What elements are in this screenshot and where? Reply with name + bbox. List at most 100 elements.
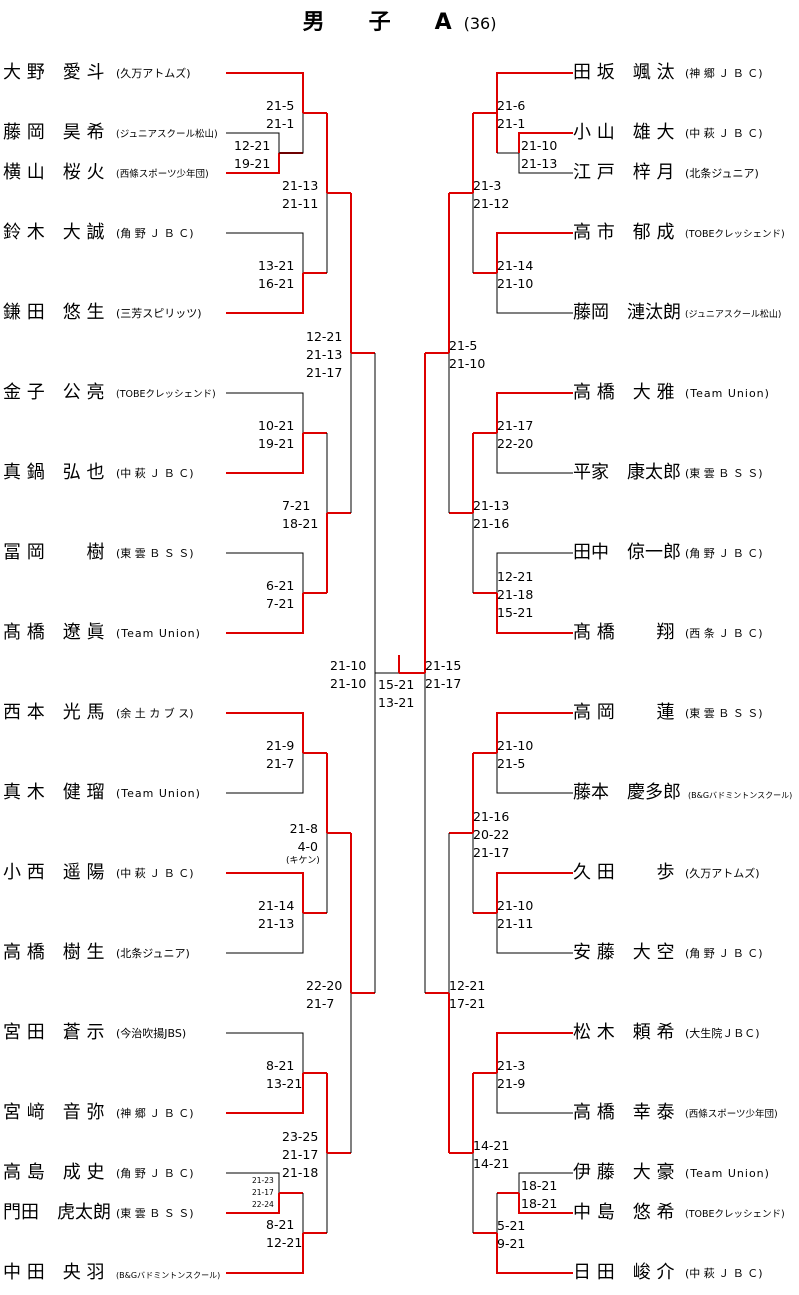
right-player-club: (角 野 Ｊ Ｂ Ｃ) [685, 947, 763, 960]
match-score: 15-21 13-21 [378, 677, 415, 710]
match-score: 21-10 21-5 [497, 738, 534, 771]
bracket-line [496, 593, 573, 634]
right-player-name: 平家 康太郎 [573, 462, 681, 483]
left-player-name: 中 田 央 羽 [3, 1262, 105, 1283]
match-score: 7-21 18-21 [282, 498, 319, 531]
right-player-name: 藤岡 漣汰朗 [573, 302, 681, 323]
match-score: 13-21 16-21 [258, 258, 295, 291]
bracket-line [496, 872, 573, 913]
match-score: 22-20 21-7 [306, 978, 343, 1011]
right-player-name: 田中 倞一郎 [573, 542, 681, 563]
right-player-name: 江 戸 梓 月 [573, 162, 675, 183]
match-score: 10-21 19-21 [258, 418, 295, 451]
match-score: 21-14 21-10 [497, 258, 534, 291]
match-score: 21-15 21-17 [425, 658, 462, 691]
match-score: 12-21 21-18 15-21 [497, 569, 534, 620]
left-player-club: (Team Union) [116, 787, 201, 800]
right-player-club: (TOBEクレッシェンド) [685, 1209, 785, 1220]
left-player-club: (角 野 Ｊ Ｂ Ｃ) [116, 227, 194, 240]
bracket-line [226, 153, 280, 174]
right-player-club: (東 雲 Ｂ Ｓ Ｓ) [685, 707, 763, 720]
bracket-line [518, 132, 573, 153]
bracket-line [496, 1233, 573, 1274]
left-player-name: 鈴 木 大 誠 [3, 222, 105, 243]
right-player-club: (中 萩 Ｊ Ｂ Ｃ) [685, 127, 763, 140]
left-player-name: 鎌 田 悠 生 [3, 302, 105, 323]
match-score: 18-21 18-21 [521, 1178, 558, 1211]
bracket-line [496, 1032, 573, 1073]
left-player-club: (西條スポーツ少年団) [116, 169, 209, 180]
match-score: 21-10 21-13 [521, 138, 558, 171]
left-player-name: 金 子 公 亮 [3, 382, 105, 403]
bracket-line [518, 1193, 573, 1214]
right-player-club: (TOBEクレッシェンド) [685, 229, 785, 240]
match-score: 21-3 21-12 [473, 178, 510, 211]
left-player-club: (余 土 カ ブ ス) [116, 707, 194, 720]
left-player-name: 髙 橋 遼 眞 [3, 622, 105, 643]
left-player-name: 真 鍋 弘 也 [3, 462, 105, 483]
bracket-line [226, 1073, 304, 1114]
bracket-line [226, 232, 304, 273]
left-player-club: (中 萩 Ｊ Ｂ Ｃ) [116, 467, 194, 480]
match-score: 14-21 14-21 [473, 1138, 510, 1171]
right-player-club: (神 郷 Ｊ Ｂ Ｃ) [685, 67, 763, 80]
bracket-line [226, 72, 304, 113]
bracket-line [496, 1073, 573, 1114]
left-player-name: 高 橋 樹 生 [3, 942, 105, 963]
right-player-club: (西 条 Ｊ Ｂ Ｃ) [685, 627, 763, 640]
left-player-name: 冨 岡 樹 [3, 542, 105, 563]
left-player-name: 門田 虎太朗 [3, 1202, 111, 1223]
left-player-club: (TOBEクレッシェンド) [116, 389, 216, 400]
bracket-line [496, 392, 573, 433]
bracket-line [226, 1172, 280, 1193]
bracket-line [518, 153, 573, 174]
match-score: 6-21 7-21 [266, 578, 295, 611]
match-score: 12-21 19-21 [234, 138, 271, 171]
right-player-name: 伊 藤 大 豪 [573, 1162, 675, 1183]
bracket-line [226, 1193, 280, 1214]
right-player-club: (Team Union) [685, 387, 770, 400]
left-player-name: 藤 岡 昊 希 [3, 122, 105, 143]
title: 男 子 A(36) [0, 4, 799, 36]
right-player-name: 田 坂 颯 汰 [573, 62, 675, 83]
bracket-line [226, 392, 304, 433]
left-player-club: (三芳スピリッツ) [116, 307, 202, 320]
bracket-line [226, 712, 304, 753]
right-player-club: (東 雲 Ｂ Ｓ Ｓ) [685, 467, 763, 480]
right-player-name: 高 橋 大 雅 [573, 382, 675, 403]
left-player-club: (B&Gバドミントンスクール) [116, 1271, 221, 1280]
left-player-name: 宮 﨑 音 弥 [3, 1102, 105, 1123]
bracket-line [496, 433, 573, 474]
bracket-line [226, 433, 304, 474]
match-score: 21-13 21-11 [282, 178, 319, 211]
entry-count: (36) [463, 14, 497, 33]
bracket-line [496, 913, 573, 954]
bracket-line [226, 872, 304, 913]
match-score: 21-8 4-0 [289, 821, 318, 854]
right-player-club: (Team Union) [685, 1167, 770, 1180]
match-score: 21-17 22-20 [497, 418, 534, 451]
bracket-line [496, 273, 573, 314]
right-player-club: (西條スポーツ少年団) [685, 1109, 778, 1120]
left-player-club: (中 萩 Ｊ Ｂ Ｃ) [116, 867, 194, 880]
left-player-club: (久万アトムズ) [116, 67, 191, 80]
right-player-club: (久万アトムズ) [685, 867, 760, 880]
right-player-club: (角 野 Ｊ Ｂ Ｃ) [685, 547, 763, 560]
right-player-name: 小 山 雄 大 [573, 122, 675, 143]
left-player-club: (ジュニアスクール松山) [116, 129, 218, 140]
right-player-name: 安 藤 大 空 [573, 942, 675, 963]
bracket-line [226, 1032, 304, 1073]
match-score: 21-13 21-16 [473, 498, 510, 531]
left-player-name: 真 木 健 瑠 [3, 782, 105, 803]
bracket-line [226, 552, 304, 593]
right-player-club: (ジュニアスクール松山) [685, 310, 782, 320]
bracket-line [226, 753, 304, 794]
left-player-club: (Team Union) [116, 627, 201, 640]
left-player-name: 高 島 成 史 [3, 1162, 105, 1183]
left-player-name: 大 野 愛 斗 [3, 62, 105, 83]
match-score-note: (キケン) [286, 856, 320, 866]
right-player-club: (中 萩 Ｊ Ｂ Ｃ) [685, 1267, 763, 1280]
match-score: 8-21 13-21 [266, 1058, 303, 1091]
left-player-club: (今治吹揚JBS) [116, 1027, 187, 1040]
